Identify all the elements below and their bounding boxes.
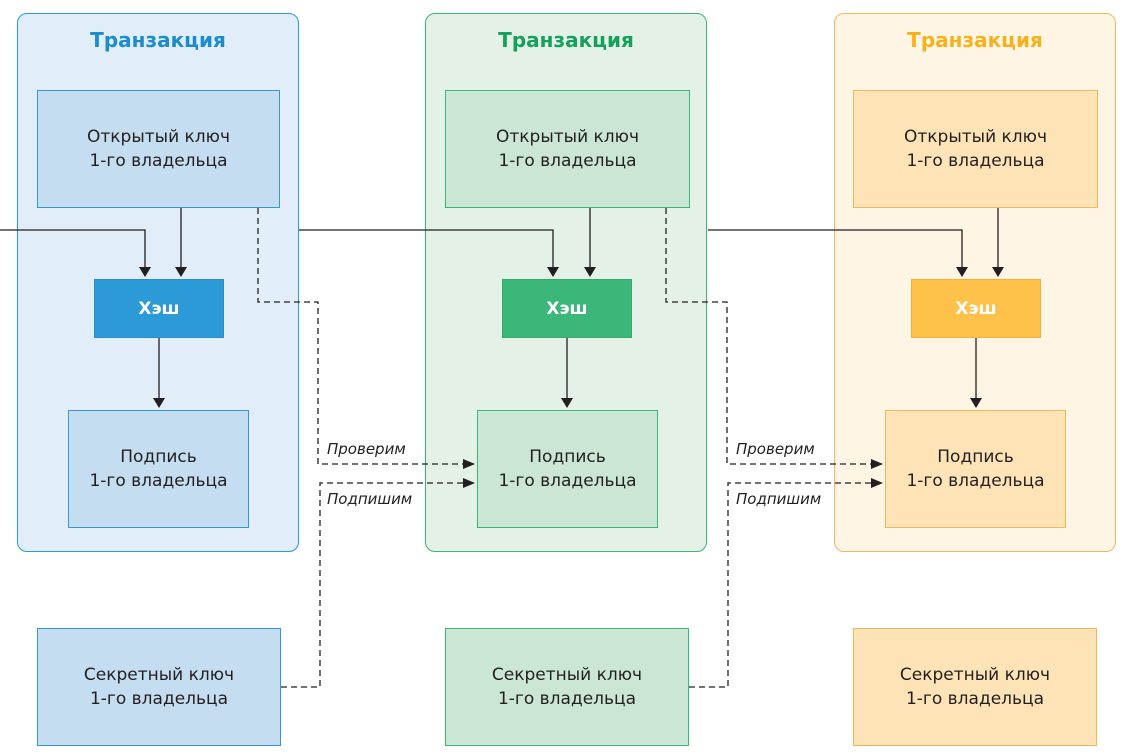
transaction-title-2: Транзакция	[498, 28, 634, 52]
signature-owner: 1-го владельца	[89, 471, 228, 491]
public-key-label: Открытый ключ	[495, 127, 640, 147]
secret-key-owner: 1-го владельца	[497, 689, 637, 709]
secret-key-box-3: Секретный ключ 1-го владельца	[853, 628, 1097, 746]
verify-label-2: Проверим	[736, 440, 815, 458]
signature-box-1: Подпись 1-го владельца	[68, 410, 249, 528]
hash-box-1: Хэш	[94, 279, 224, 338]
signature-label: Подпись	[937, 447, 1014, 467]
public-key-box-2: Открытый ключ 1-го владельца	[445, 90, 690, 208]
secret-key-box-2: Секретный ключ 1-го владельца	[445, 628, 689, 746]
signature-label: Подпись	[529, 447, 606, 467]
hash-box-2: Хэш	[502, 279, 632, 338]
signature-owner: 1-го владельца	[498, 471, 637, 491]
secret-key-label: Секретный ключ	[83, 665, 235, 685]
secret-key-label: Секретный ключ	[491, 665, 643, 685]
secret-key-owner: 1-го владельца	[905, 689, 1045, 709]
hash-label: Хэш	[138, 298, 180, 319]
public-key-owner: 1-го владельца	[89, 151, 228, 171]
hash-label: Хэш	[546, 298, 588, 319]
transaction-title-1: Транзакция	[90, 28, 226, 52]
signature-box-2: Подпись 1-го владельца	[477, 410, 658, 528]
signature-owner: 1-го владельца	[906, 471, 1045, 491]
hash-box-3: Хэш	[911, 279, 1041, 338]
public-key-owner: 1-го владельца	[498, 151, 637, 171]
public-key-owner: 1-го владельца	[906, 151, 1045, 171]
hash-label: Хэш	[955, 298, 997, 319]
sign-label-1: Подпишим	[327, 490, 413, 508]
public-key-label: Открытый ключ	[903, 127, 1048, 147]
transaction-title-3: Транзакция	[907, 28, 1043, 52]
public-key-box-1: Открытый ключ 1-го владельца	[37, 90, 280, 208]
public-key-label: Открытый ключ	[86, 127, 231, 147]
verify-label-1: Проверим	[327, 440, 406, 458]
signature-box-3: Подпись 1-го владельца	[885, 410, 1066, 528]
secret-key-box-1: Секретный ключ 1-го владельца	[37, 628, 281, 746]
public-key-box-3: Открытый ключ 1-го владельца	[853, 90, 1098, 208]
sign-label-2: Подпишим	[736, 490, 822, 508]
secret-key-label: Секретный ключ	[899, 665, 1051, 685]
signature-label: Подпись	[120, 447, 197, 467]
secret-key-owner: 1-го владельца	[89, 689, 229, 709]
